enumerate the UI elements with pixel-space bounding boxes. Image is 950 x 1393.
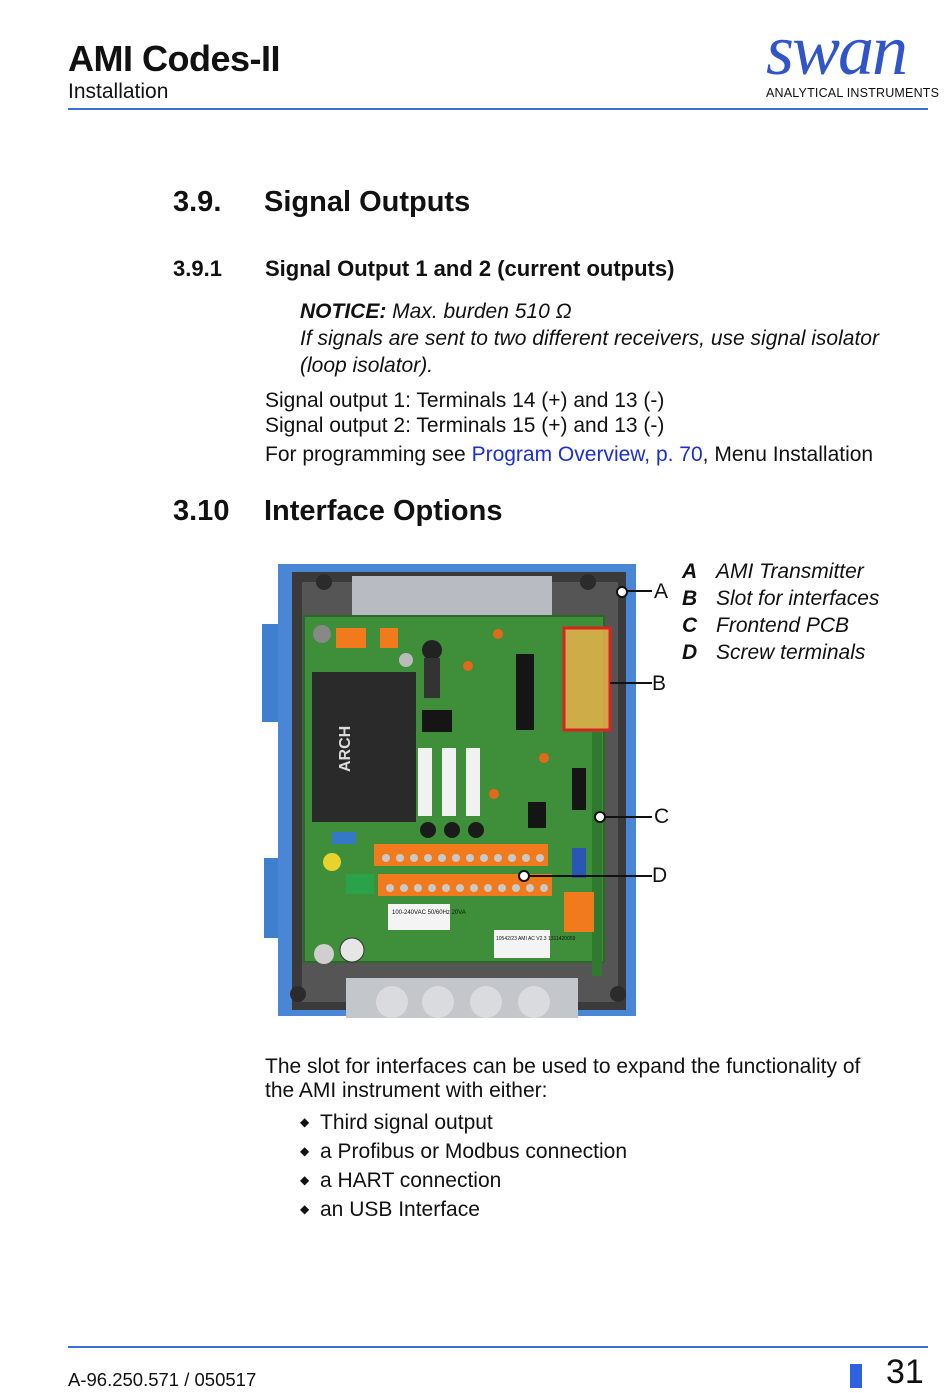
section-number: 3.9.: [173, 186, 222, 218]
legend-key: C: [682, 614, 698, 637]
callout-line-c: [602, 816, 652, 818]
page-number: 31: [886, 1353, 924, 1391]
programming-prefix: For programming see: [265, 443, 472, 466]
callout-c: C: [654, 805, 670, 828]
converter-label: ARCH: [337, 726, 354, 772]
legend-key: D: [682, 641, 698, 664]
bullet-icon: ◆: [300, 1173, 310, 1187]
signal-output-1: Signal output 1: Terminals 14 (+) and 13…: [265, 389, 665, 412]
list-item: ◆ Third signal output: [300, 1108, 627, 1137]
callout-line-d: [524, 875, 652, 877]
notice-text: Max. burden 510 Ω: [386, 300, 572, 323]
notice-line-2: If signals are sent to two different rec…: [300, 327, 879, 350]
legend-item-b: B Slot for interfaces: [682, 587, 879, 611]
callout-dot-a: [616, 586, 628, 598]
section-title-310: Interface Options: [264, 495, 503, 527]
callout-d: D: [652, 864, 668, 887]
board-id-label: 10542/23 AMI AC V2.3 1311420059: [496, 936, 576, 942]
power-rating-label: 100-240VAC 50/60Hz 20VA: [392, 910, 466, 916]
logo-word: swan: [766, 10, 908, 90]
callout-line-a: [624, 590, 652, 592]
callout-b: B: [652, 672, 667, 695]
interface-options-list: ◆ Third signal output ◆ a Profibus or Modb…: [300, 1108, 627, 1224]
list-item-text: a Profibus or Modbus connection: [320, 1140, 628, 1163]
header-rule: [68, 108, 928, 110]
subsection-number: 3.9.1: [173, 256, 222, 281]
list-item: ◆ a Profibus or Modbus connection: [300, 1137, 627, 1166]
legend-label: Slot for interfaces: [716, 587, 880, 610]
bullet-icon: ◆: [300, 1144, 310, 1158]
swan-logo: swan ANALYTICAL INSTRUMENTS: [760, 14, 939, 105]
footer-rule: [68, 1346, 928, 1348]
page-marker: [850, 1364, 862, 1388]
list-item-text: Third signal output: [320, 1111, 493, 1134]
signal-output-2: Signal output 2: Terminals 15 (+) and 13…: [265, 414, 665, 437]
logo-tagline: ANALYTICAL INSTRUMENTS: [766, 86, 940, 100]
legend-item-a: A AMI Transmitter: [682, 560, 864, 584]
list-item-text: an USB Interface: [320, 1198, 480, 1221]
callout-dot-d: [518, 870, 530, 882]
document-id: A-96.250.571 / 050517: [68, 1369, 257, 1390]
document-title: AMI Codes-II: [68, 38, 281, 79]
legend-item-d: D Screw terminals: [682, 641, 865, 665]
programming-reference: For programming see Program Overview, p.…: [265, 442, 873, 468]
legend-item-c: C Frontend PCB: [682, 614, 849, 638]
callout-line-b: [610, 682, 652, 684]
list-item: ◆ a HART connection: [300, 1166, 627, 1195]
notice-label: NOTICE:: [300, 300, 387, 323]
bullet-icon: ◆: [300, 1115, 310, 1129]
legend-key: B: [682, 587, 698, 610]
document-subtitle: Installation: [68, 80, 169, 103]
legend-label: Frontend PCB: [716, 614, 850, 637]
legend-key: A: [682, 560, 698, 583]
legend-label: AMI Transmitter: [716, 560, 864, 583]
callout-a: A: [654, 580, 669, 603]
transmitter-photo: ARCH: [262, 562, 669, 1034]
program-overview-link[interactable]: Program Overview, p. 70: [471, 443, 703, 466]
interface-text-line-1: The slot for interfaces can be used to e…: [265, 1055, 861, 1078]
notice-block: NOTICE: Max. burden 510 Ω If signals are…: [300, 298, 930, 379]
subsection-title: Signal Output 1 and 2 (current outputs): [265, 256, 675, 281]
list-item: ◆ an USB Interface: [300, 1195, 627, 1224]
legend-label: Screw terminals: [716, 641, 866, 664]
interface-text-line-2: the AMI instrument with either:: [265, 1079, 548, 1102]
section-number-310: 3.10: [173, 495, 230, 527]
notice-line-3: (loop isolator).: [300, 354, 434, 377]
bullet-icon: ◆: [300, 1202, 310, 1216]
section-title: Signal Outputs: [264, 186, 471, 218]
list-item-text: a HART connection: [320, 1169, 502, 1192]
programming-suffix: , Menu Installation: [702, 443, 874, 466]
callout-dot-c: [594, 811, 606, 823]
